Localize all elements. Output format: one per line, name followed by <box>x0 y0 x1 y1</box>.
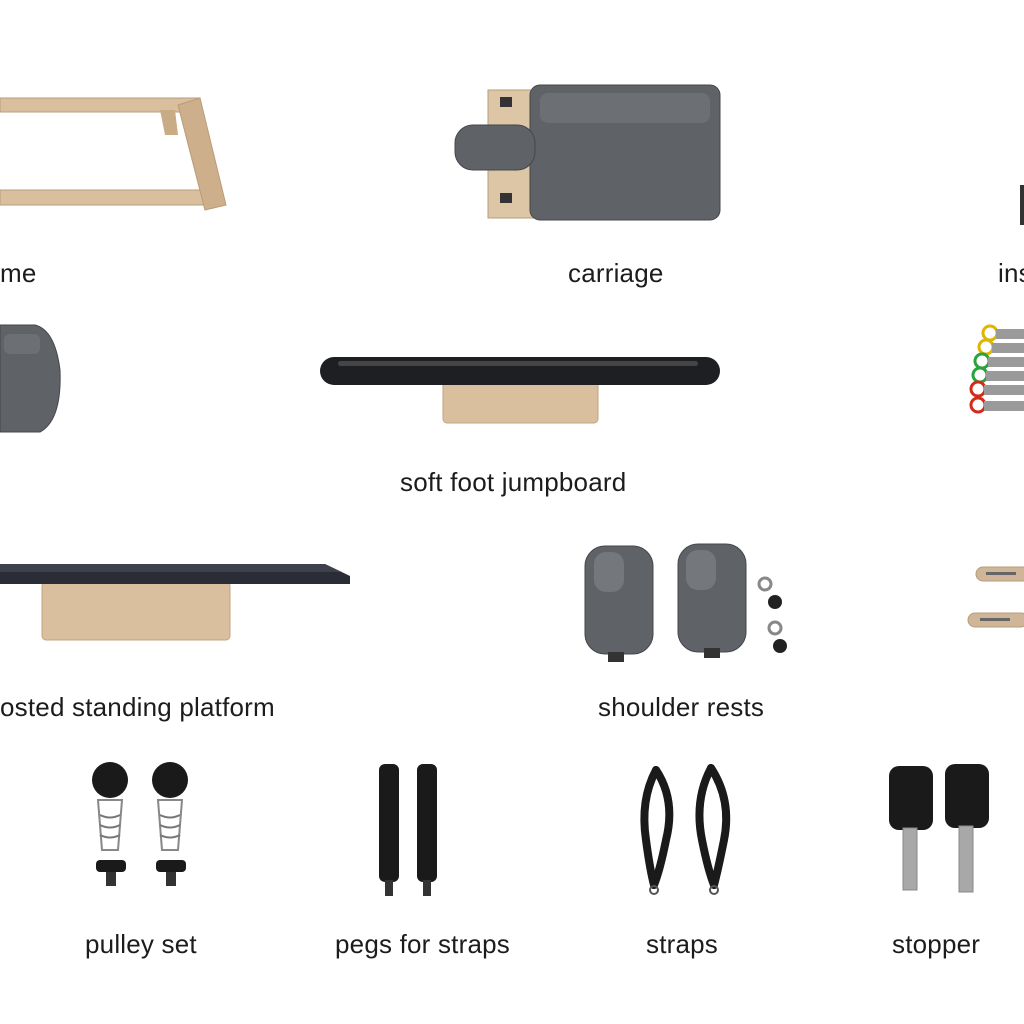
pegs-image <box>379 764 437 896</box>
jumpboard-image <box>320 357 720 424</box>
shoulder-rests-label: shoulder rests <box>598 692 765 722</box>
instruction-label: ins <box>998 258 1024 288</box>
jumpboard-label: soft foot jumpboard <box>400 467 627 497</box>
pulley-set-label: pulley set <box>85 929 197 959</box>
frame-image <box>0 97 227 211</box>
platform-label: osted standing platform <box>0 692 275 722</box>
stopper-image <box>889 764 989 893</box>
springs-image <box>969 324 1024 414</box>
straps-label: straps <box>646 929 719 959</box>
carriage-label: carriage <box>568 258 664 288</box>
platform-image <box>0 564 350 641</box>
frame-label: me <box>0 258 37 288</box>
carriage-image <box>454 84 721 221</box>
shoulder-rests-image <box>584 543 787 662</box>
slats-image <box>967 566 1024 628</box>
straps-image <box>640 764 731 895</box>
instruction-image <box>1020 185 1024 225</box>
pegs-label: pegs for straps <box>335 929 510 959</box>
stopper-label: stopper <box>892 929 981 959</box>
pulley-set-image <box>92 762 188 886</box>
box-image <box>0 324 61 433</box>
